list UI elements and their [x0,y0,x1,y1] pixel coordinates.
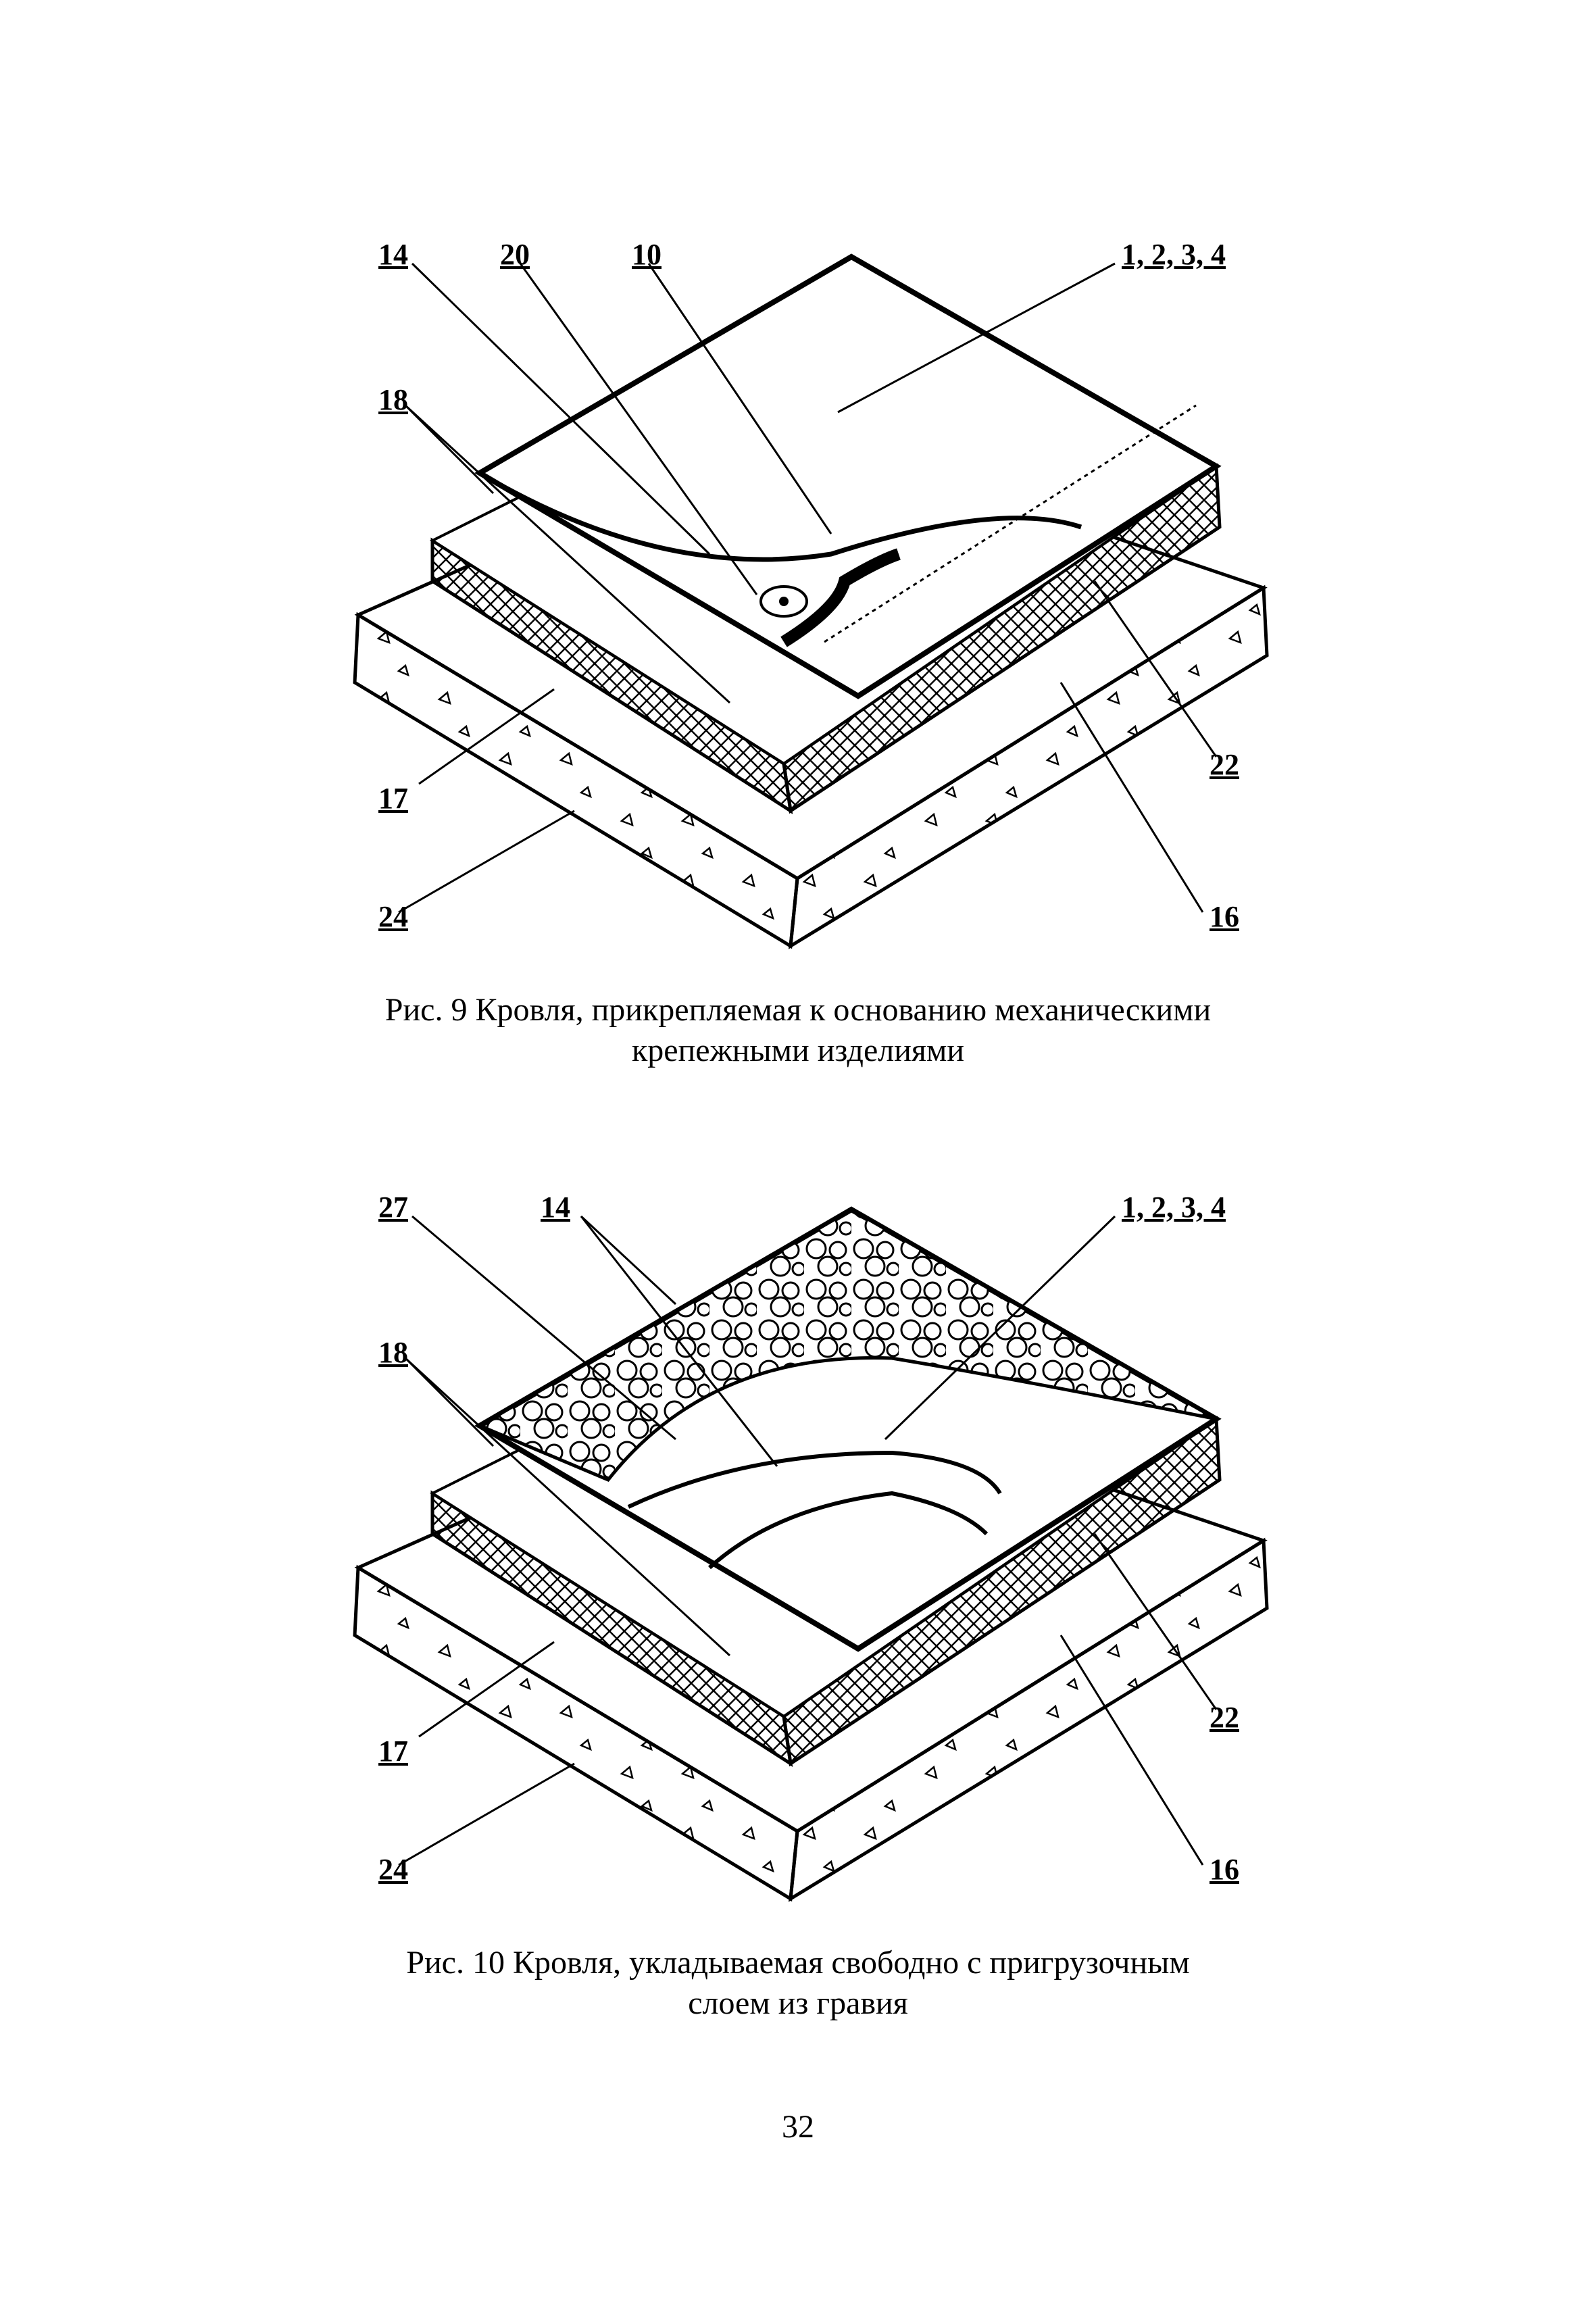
label-14: 14 [541,1191,570,1224]
label-16: 16 [1210,900,1239,933]
figure-10-caption: Рис. 10 Кровля, укладываемая свободно с … [0,1943,1596,2024]
label-24: 24 [378,900,408,933]
figure-9-caption-line-2: крепежными изделиями [631,1032,965,1068]
page-number: 32 [782,2109,814,2145]
figure-9-drawing [353,253,1269,949]
label-17: 17 [378,782,408,815]
membrane-edge-curve-1 [627,1450,1002,1509]
label-18: 18 [378,383,408,416]
gravel-layer [476,1208,1218,1483]
figure-10-drawing [353,1206,1269,1902]
base-slab-right-face [789,1537,1269,1902]
figure-9-caption-line-1: Рис. 9 Кровля, прикрепляемая к основанию… [384,992,1212,1028]
label-22: 22 [1210,1701,1239,1734]
figure-9: 14 20 10 1, 2, 3, 4 18 17 22 24 16 [0,203,1596,980]
leader-lines [398,262,1218,914]
label-27: 27 [378,1191,408,1224]
fastening-strip [780,548,901,647]
label-18: 18 [378,1336,408,1369]
membrane-edge-curve-2 [707,1491,989,1570]
figure-10-caption-line-2: слоем из гравия [688,1985,908,2021]
base-slab-right-face [789,584,1269,949]
leader-lines [398,1215,1218,1866]
label-10: 10 [632,238,662,271]
label-22: 22 [1210,748,1239,781]
figure-9-caption: Рис. 9 Кровля, прикрепляемая к основанию… [0,990,1596,1071]
figure-10-caption-line-1: Рис. 10 Кровля, укладываемая свободно с … [406,1945,1190,1981]
membrane-fold-curve [478,470,1082,562]
label-1-2-3-4: 1, 2, 3, 4 [1122,238,1226,271]
label-14: 14 [378,238,408,271]
label-1-2-3-4: 1, 2, 3, 4 [1122,1191,1226,1224]
label-24: 24 [378,1853,408,1886]
label-17: 17 [378,1735,408,1768]
figure-10: 27 14 1, 2, 3, 4 18 17 22 24 16 [0,1155,1596,1933]
label-16: 16 [1210,1853,1239,1886]
membrane-sheet [474,253,1222,699]
membrane-seam [824,404,1197,643]
fastener-screw [779,597,789,606]
label-20: 20 [500,238,530,271]
